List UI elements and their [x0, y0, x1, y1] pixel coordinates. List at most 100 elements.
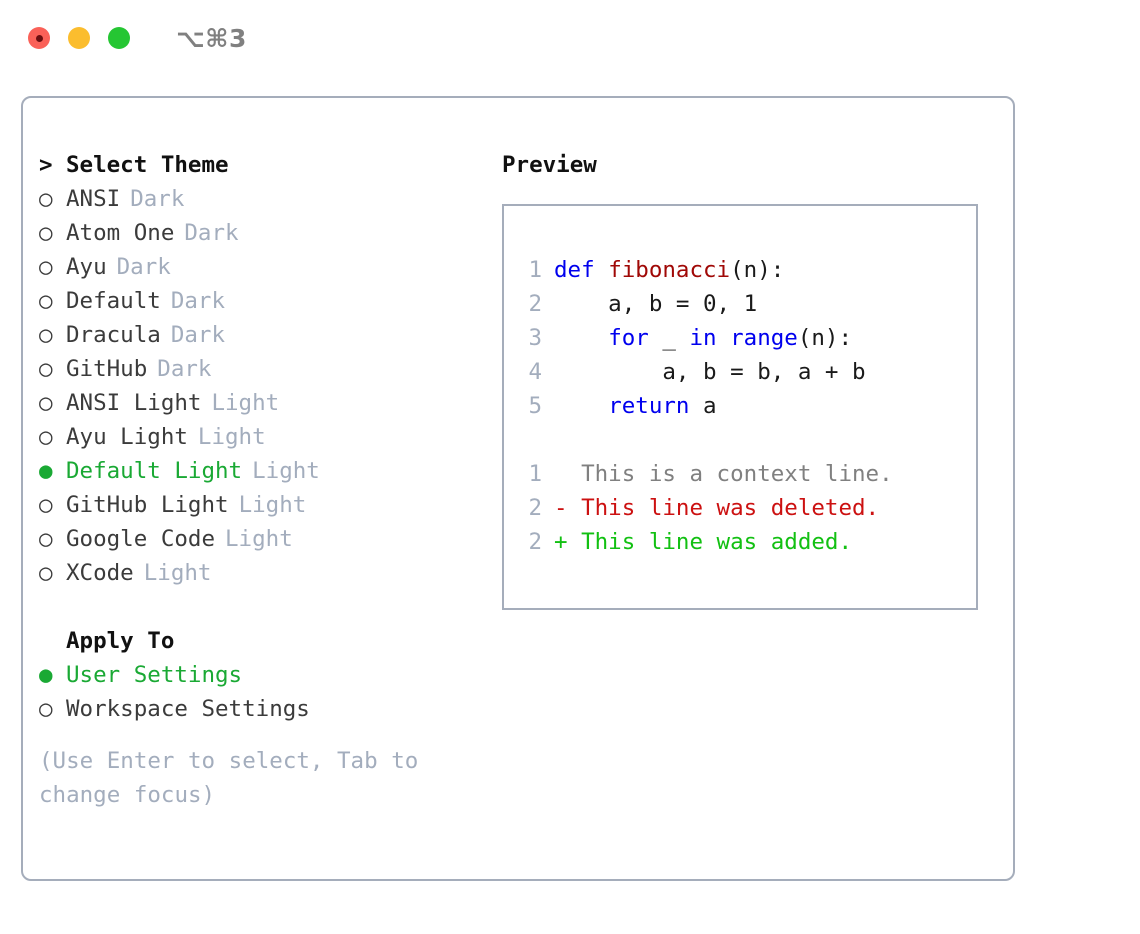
radio-selected-icon: ● — [39, 662, 53, 688]
theme-variant-badge: Dark — [184, 220, 239, 246]
theme-variant-badge: Dark — [170, 288, 226, 314]
theme-name: Default — [66, 288, 161, 314]
line-number: 2 — [528, 495, 542, 521]
diff-text-del: - This line was deleted. — [554, 495, 880, 521]
theme-name: Default Light — [66, 458, 243, 484]
theme-name: ANSI Light — [66, 390, 202, 416]
diff-line: 2 - This line was deleted. — [512, 491, 972, 525]
code-line: 1 def fibonacci(n): — [512, 253, 972, 287]
radio-unselected-icon: ○ — [39, 424, 53, 450]
radio-unselected-icon: ○ — [39, 356, 53, 382]
theme-name: ANSI — [66, 186, 121, 212]
title-bar: ⌥⌘3 — [0, 0, 1140, 76]
theme-name: Ayu — [66, 254, 107, 280]
code-token-plain: (n): — [730, 257, 785, 283]
theme-list-item[interactable]: ○ Default Dark — [39, 284, 499, 318]
prompt-caret-icon: > — [39, 152, 53, 178]
line-number: 3 — [528, 325, 542, 351]
line-number: 1 — [528, 257, 542, 283]
line-number: 5 — [528, 393, 542, 419]
theme-picker-header: > Select Theme — [39, 148, 499, 182]
apply-to-item[interactable]: ○ Workspace Settings — [39, 692, 499, 726]
code-token-plain — [554, 321, 608, 355]
line-number: 2 — [528, 291, 542, 317]
line-number: 2 — [528, 529, 542, 555]
code-token-kw: def — [554, 257, 609, 283]
list-spacer — [39, 590, 499, 624]
theme-variant-badge: Light — [143, 560, 212, 586]
theme-list-item[interactable]: ○ Google Code Light — [39, 522, 499, 556]
theme-name: Google Code — [66, 526, 216, 552]
code-line: 5 return a — [512, 389, 972, 423]
code-token-fn: fibonacci — [608, 257, 731, 283]
radio-unselected-icon: ○ — [39, 492, 53, 518]
diff-text-ctx: This is a context line. — [554, 461, 893, 487]
code-line: 4 a, b = b, a + b — [512, 355, 972, 389]
code-token-kw: return — [608, 393, 690, 419]
radio-unselected-icon: ○ — [39, 526, 53, 552]
keyboard-hint: (Use Enter to select, Tab to change focu… — [39, 748, 432, 808]
radio-unselected-icon: ○ — [39, 288, 53, 314]
radio-unselected-icon: ○ — [39, 220, 53, 246]
theme-name: Ayu Light — [66, 424, 188, 450]
apply-to-marker-placeholder: ○ — [39, 624, 66, 658]
code-token-kw: for — [608, 325, 649, 351]
diff-line: 2 + This line was added. — [512, 525, 972, 559]
code-token-plain: (n): — [797, 325, 853, 351]
apply-to-header: ○ Apply To — [39, 624, 499, 658]
theme-list-item[interactable]: ○ Ayu Dark — [39, 250, 499, 284]
theme-list-item[interactable]: ○ Atom One Dark — [39, 216, 499, 250]
code-token-kw: range — [730, 325, 798, 351]
apply-to-label: User Settings — [66, 662, 243, 688]
theme-name: Dracula — [66, 322, 161, 348]
diff-text-add: + This line was added. — [554, 529, 853, 555]
line-number: 4 — [528, 359, 542, 385]
apply-to-title: Apply To — [66, 628, 175, 654]
theme-variant-badge: Dark — [116, 254, 171, 280]
theme-name: Atom One — [66, 220, 175, 246]
theme-variant-badge: Light — [252, 458, 320, 484]
radio-unselected-icon: ○ — [39, 254, 53, 280]
maximize-button[interactable] — [108, 27, 130, 49]
radio-unselected-icon: ○ — [39, 560, 53, 586]
apply-to-label: Workspace Settings — [66, 696, 310, 722]
theme-list-item[interactable]: ○ ANSI Light Light — [39, 386, 499, 420]
theme-variant-badge: Dark — [157, 356, 212, 382]
theme-variant-badge: Dark — [170, 322, 226, 348]
code-token-plain: a, b = b, a + b — [554, 359, 866, 385]
close-button[interactable] — [28, 27, 50, 49]
theme-list-item[interactable]: ○ XCode Light — [39, 556, 499, 590]
theme-picker-title: Select Theme — [66, 152, 229, 178]
minimize-button[interactable] — [68, 27, 90, 49]
apply-to-item[interactable]: ● User Settings — [39, 658, 499, 692]
shortcut-label: ⌥⌘3 — [176, 23, 247, 53]
code-diff-separator — [512, 423, 972, 457]
theme-variant-badge: Light — [238, 492, 307, 518]
radio-unselected-icon: ○ — [39, 696, 53, 722]
code-token-plain — [717, 321, 731, 355]
preview-title: Preview — [502, 152, 597, 178]
radio-unselected-icon: ○ — [39, 390, 53, 416]
line-number: 1 — [528, 461, 542, 487]
code-token-plain: a — [689, 393, 717, 419]
theme-name: XCode — [66, 560, 134, 586]
window-controls — [28, 27, 130, 49]
theme-variant-badge: Light — [225, 526, 293, 552]
code-line: 2 a, b = 0, 1 — [512, 287, 972, 321]
theme-variant-badge: Light — [211, 390, 280, 416]
code-token-plain — [554, 389, 608, 423]
diff-line: 1 This is a context line. — [512, 457, 972, 491]
